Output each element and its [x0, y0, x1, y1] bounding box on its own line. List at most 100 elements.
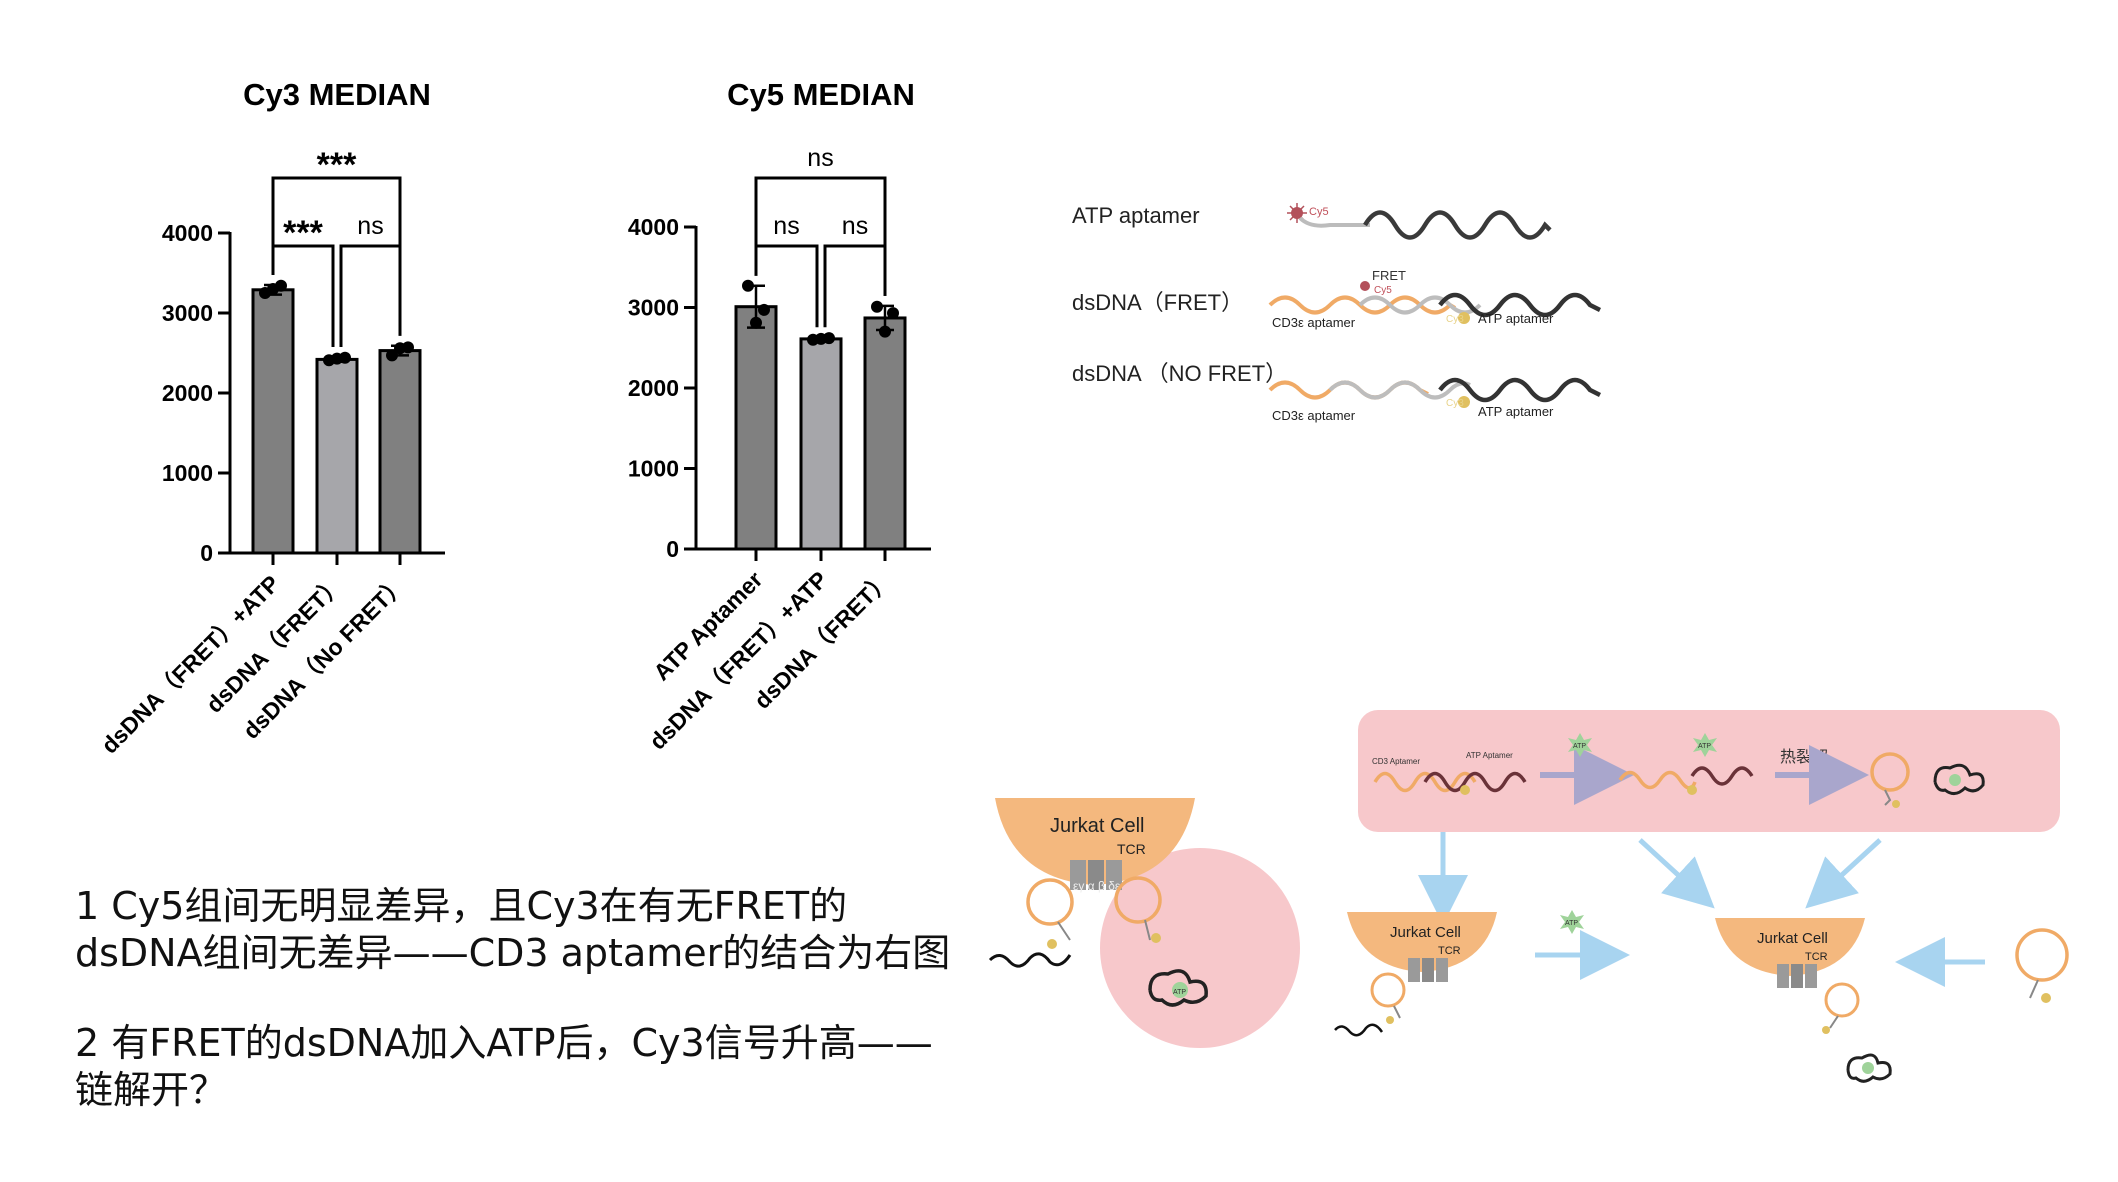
significance-label: ns [807, 144, 833, 172]
legend-label-dsdna-no-fret: dsDNA （NO FRET） [1072, 361, 1287, 386]
svg-text:εγ α β δε: εγ α β δε [1073, 879, 1121, 893]
y-tick-label: 2000 [162, 380, 213, 406]
note-2: 2 有FRET的dsDNA加入ATP后，Cy3信号升高—— 链解开？ [75, 1020, 933, 1114]
cd3-aptamer-small-label: CD3 Aptamer [1372, 757, 1420, 766]
atp-aptamer-strand [1298, 216, 1370, 228]
data-point [887, 307, 899, 320]
atp-star-icon: ATP [1693, 733, 1717, 757]
cy3-dye-dot [1687, 785, 1697, 795]
cy3-median-chart: Cy3 MEDIAN01000200030004000dsDNA（FRET）+A… [96, 77, 445, 759]
y-tick-label: 1000 [628, 456, 679, 482]
arrow-diag-1 [1638, 838, 1715, 909]
svg-text:ATP: ATP [1565, 920, 1578, 927]
cd3-aptamer-loop [2015, 928, 2069, 1003]
jurkat-binding-schematic: CD3 Aptamer ATP Aptamer ATP ATP 热裂解 ATP … [988, 710, 2069, 1083]
svg-text:ATP: ATP [1698, 743, 1711, 750]
bar [378, 349, 422, 555]
significance-bracket [339, 244, 402, 347]
chart-title: Cy3 MEDIAN [243, 77, 431, 112]
atp-star-icon: ATP [1560, 910, 1584, 934]
jurkat-cell-right [1715, 918, 1865, 976]
significance-bracket [823, 244, 887, 328]
svg-text:ATP: ATP [1173, 989, 1186, 996]
jurkat-cell-middle [1347, 912, 1497, 972]
significance-bracket [754, 176, 887, 296]
legend-label-atp-aptamer: ATP aptamer [1072, 203, 1200, 228]
legend-label-dsdna-fret: dsDNA（FRET） [1072, 290, 1243, 315]
fret-cy3-tag: Cy3 [1446, 314, 1464, 325]
bar [863, 316, 907, 551]
tcr-label: TCR [1805, 951, 1828, 963]
significance-label: *** [283, 214, 323, 252]
data-point [823, 332, 835, 345]
y-tick-label: 3000 [628, 295, 679, 321]
legend-cd3e-aptamer-label: CD3ε aptamer [1272, 408, 1356, 423]
note-1: 1 Cy5组间无明显差异，且Cy3在有无FRET的 dsDNA组间无差异——CD… [75, 883, 950, 977]
highlight-circle [1100, 848, 1300, 1048]
atp-bound-aptamer: ATP [1148, 969, 1208, 1007]
significance-label: ns [842, 212, 868, 240]
atp-aptamer-small-label: ATP Aptamer [1466, 751, 1513, 760]
cd3-aptamer-loop [988, 878, 1074, 968]
tcr-complex-icon: εγ α β δε [1070, 860, 1122, 893]
atp-aptamer-wave [1438, 377, 1602, 403]
cd3-aptamer-loop [1822, 982, 1860, 1034]
tcr-complex-icon [1408, 958, 1448, 982]
data-point [750, 316, 762, 329]
data-point [402, 341, 414, 354]
paired-strand [1328, 380, 1471, 400]
data-point [386, 349, 398, 362]
molecule-legend-panel: ATP aptamer Cy5 dsDNA（FRET） FRET Cy5 Cy3… [1072, 203, 1602, 423]
significance-bracket [754, 244, 819, 328]
arrow-diag-2 [1805, 838, 1882, 909]
cy5-dye-icon [1287, 203, 1307, 223]
y-tick-label: 0 [200, 540, 213, 566]
legend-atp-aptamer-label: ATP aptamer [1478, 404, 1554, 419]
cy3-dye-dot [1458, 312, 1470, 324]
data-point [339, 351, 351, 364]
note-1-line-1: 1 Cy5组间无明显差异，且Cy3在有无FRET的 [75, 884, 848, 928]
y-tick-label: 4000 [628, 214, 679, 240]
bar [315, 357, 359, 555]
y-tick-label: 4000 [162, 220, 213, 246]
note-2-line-1: 2 有FRET的dsDNA加入ATP后，Cy3信号升高—— [75, 1021, 933, 1065]
fret-tag: FRET [1372, 268, 1406, 283]
data-point [879, 325, 891, 338]
duplex-orange [1373, 771, 1477, 793]
paired-strand [1358, 295, 1482, 315]
jurkat-cell-label: Jurkat Cell [1050, 815, 1144, 837]
separated-orange-strand [1618, 770, 1697, 790]
jurkat-cell-large [995, 798, 1195, 885]
significance-bracket [271, 244, 335, 347]
cy5-dye-icon [1360, 281, 1370, 291]
legend-atp-aptamer-label: ATP aptamer [1478, 311, 1554, 326]
separated-dark-strand [1690, 766, 1754, 786]
legend-cy5-tag: Cy5 [1309, 206, 1329, 218]
legend-cd3e-aptamer-label: CD3ε aptamer [1272, 315, 1356, 330]
atp-aptamer-wave [1438, 292, 1602, 318]
data-point [871, 300, 883, 313]
data-point [758, 303, 770, 316]
bar [734, 305, 778, 551]
chart-title: Cy5 MEDIAN [727, 77, 915, 112]
y-tick-label: 3000 [162, 300, 213, 326]
bar [251, 288, 295, 555]
note-1-line-2: dsDNA组间无差异——CD3 aptamer的结合为右图 [75, 931, 951, 975]
heat-dissociation-label: 热裂解 [1780, 748, 1828, 766]
y-tick-label: 0 [666, 536, 679, 562]
x-tick-label: ATP Aptamer [648, 566, 767, 685]
significance-label: *** [317, 146, 357, 184]
cy3-dye-dot [1458, 396, 1470, 408]
jurkat-cell-label: Jurkat Cell [1390, 924, 1461, 941]
bar [799, 337, 843, 551]
cd3-aptamer-loop [1114, 876, 1162, 943]
y-tick-label: 2000 [628, 375, 679, 401]
tcr-label: TCR [1438, 945, 1461, 957]
note-2-line-2: 链解开？ [75, 1068, 228, 1112]
cd3-aptamer-loop [1334, 972, 1406, 1037]
atp-bound-aptamer [1933, 763, 1985, 795]
no-fret-cy3-tag: Cy3 [1446, 398, 1464, 409]
atp-star-icon: ATP [1568, 733, 1592, 757]
tcr-complex-icon [1777, 964, 1817, 988]
